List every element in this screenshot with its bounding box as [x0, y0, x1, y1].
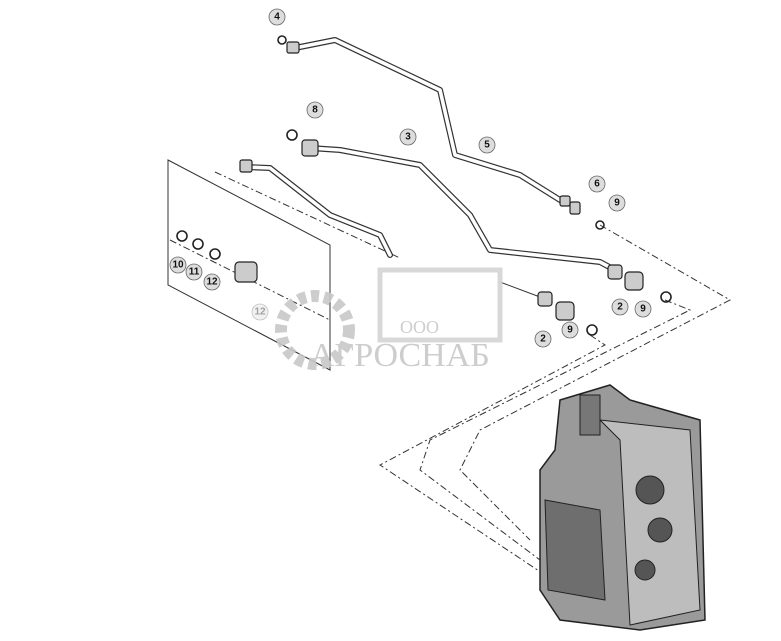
svg-text:9: 9: [614, 198, 620, 209]
callout-2b: 2: [534, 330, 552, 348]
svg-text:10: 10: [172, 260, 184, 271]
svg-text:5: 5: [484, 140, 490, 151]
callouts: 4 8 3 5 6 9 10 11 12 12 2 9 2 9: [169, 8, 652, 348]
callout-10: 10: [169, 256, 187, 274]
svg-text:11: 11: [189, 267, 200, 278]
callout-12a: 12: [203, 273, 221, 291]
callout-12b: 12: [251, 303, 269, 321]
pipe-lower: [499, 281, 541, 298]
svg-text:2: 2: [617, 302, 623, 313]
callout-9c: 9: [561, 321, 579, 339]
fittings: [176, 35, 672, 336]
callout-6: 6: [588, 175, 606, 193]
watermark-logo: ООО АГРОСНАБ: [275, 267, 503, 374]
svg-text:8: 8: [312, 105, 318, 116]
svg-text:6: 6: [594, 179, 600, 190]
callout-8: 8: [306, 101, 324, 119]
svg-text:9: 9: [640, 304, 646, 315]
callout-5: 5: [478, 136, 496, 154]
svg-text:2: 2: [540, 334, 546, 345]
svg-text:12: 12: [206, 277, 218, 288]
svg-text:3: 3: [405, 132, 411, 143]
callout-9a: 9: [608, 194, 626, 212]
svg-text:4: 4: [274, 12, 280, 23]
callout-4: 4: [268, 8, 286, 26]
svg-text:9: 9: [567, 325, 573, 336]
mounting-panel: [167, 159, 331, 371]
callout-9b: 9: [634, 300, 652, 318]
watermark-prefix: ООО: [400, 317, 439, 337]
watermark-name: АГРОСНАБ: [310, 337, 490, 374]
pipe-3: [307, 145, 618, 273]
pipe-1: [242, 164, 393, 258]
routing-lines: [169, 171, 732, 576]
svg-text:12: 12: [254, 307, 266, 318]
callout-2a: 2: [611, 298, 629, 316]
pipe-5: [292, 37, 563, 203]
callout-11: 11: [185, 263, 203, 281]
callout-3: 3: [399, 128, 417, 146]
transmission-housing: [539, 384, 706, 631]
